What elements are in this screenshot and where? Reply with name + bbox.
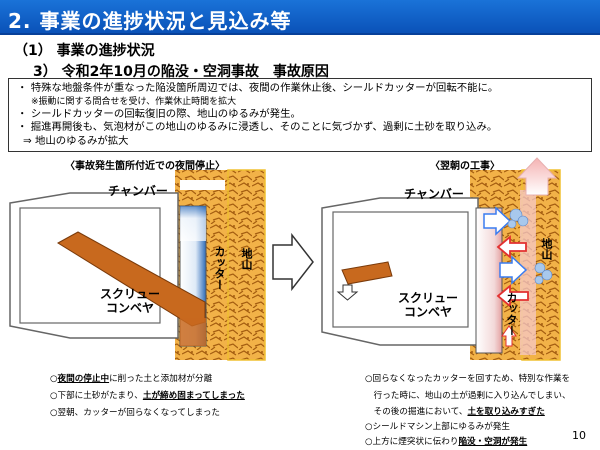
summary-line-1: ・ 特殊な地盤条件が重なった陥没箇所周辺では、夜間の作業休止後、シールドカッター… [17, 82, 499, 94]
left-panel-caption: 〈事故発生箇所付近での夜間停止〉 [65, 161, 225, 172]
left-conveyor-label-1: スクリュー [100, 287, 161, 301]
left-screw-conveyor [57, 231, 206, 327]
right-panel-caption: 〈翌朝の工事〉 [430, 161, 500, 172]
right-note-3: その後の掘進において、土を取り込みすぎた [365, 407, 545, 417]
left-cutter-label: カッター [213, 246, 226, 290]
page-title: 2. 事業の進捗状況と見込み等 [8, 9, 292, 33]
summary-line-4: ⇒ 地山のゆるみが拡大 [23, 134, 129, 147]
left-note-3: ○翌朝、カッターが回らなくなってしまった [50, 408, 221, 418]
page-number: 10 [572, 429, 586, 442]
red-arrow-2 [496, 284, 529, 308]
left-conveyor-label-2: コンベヤ [106, 301, 155, 315]
section-heading: （1） 事業の進捗状況 [14, 43, 155, 59]
right-ground-label: 地山 [540, 238, 553, 260]
left-note-2: ○下部に土砂がたまり、土が締め固まってしまった [50, 391, 245, 401]
right-cutter-label: カッター [505, 292, 518, 336]
right-note-5: ○上方に煙突状に伝わり陥没・空洞が発生 [365, 437, 528, 447]
summary-note: ※振動に関する問合せを受け、作業休止時間を拡大 [31, 96, 237, 107]
summary-box: ・ 特殊な地盤条件が重なった陥没箇所周辺では、夜間の作業休止後、シールドカッター… [8, 78, 592, 152]
left-shield-diagram [9, 169, 266, 361]
left-note-1: ○夜間の停止中に削った土と添加材が分離 [50, 374, 213, 384]
blue-arrow-1 [483, 206, 512, 236]
red-arrow-1 [496, 235, 527, 259]
blue-arrow-2 [499, 255, 528, 285]
right-shield-diagram [321, 157, 561, 361]
foam-bubbles [507, 208, 553, 285]
transition-arrow [272, 232, 314, 292]
left-ground-label: 地山 [240, 248, 253, 270]
right-conveyor-label-1: スクリュー [398, 291, 459, 305]
left-chamber-label: チャンバー [108, 184, 168, 198]
right-screw-conveyor [341, 261, 393, 285]
right-note-4: ○シールドマシン上部にゆるみが発生 [365, 422, 510, 432]
section-subheading: 3） 令和2年10月の陥没・空洞事故 事故原因 [33, 64, 329, 80]
summary-line-2: ・ シールドカッターの回転復旧の際、地山のゆるみが発生。 [17, 107, 301, 120]
right-note-1: ○回らなくなったカッターを回すため、特別な作業を [365, 374, 571, 384]
summary-line-3: ・ 掘進再開後も、気泡材がこの地山のゆるみに浸透し、そのことに気づかず、過剰に土… [17, 121, 498, 134]
right-chamber-label: チャンバー [404, 187, 464, 201]
upward-propagation-arrow [516, 157, 558, 196]
right-note-2: 行った時に、地山の土が過剰に入り込んでしまい、 [365, 391, 571, 401]
right-conveyor-label-2: コンベヤ [404, 305, 453, 319]
title-bar: 2. 事業の進捗状況と見込み等 [0, 0, 600, 35]
